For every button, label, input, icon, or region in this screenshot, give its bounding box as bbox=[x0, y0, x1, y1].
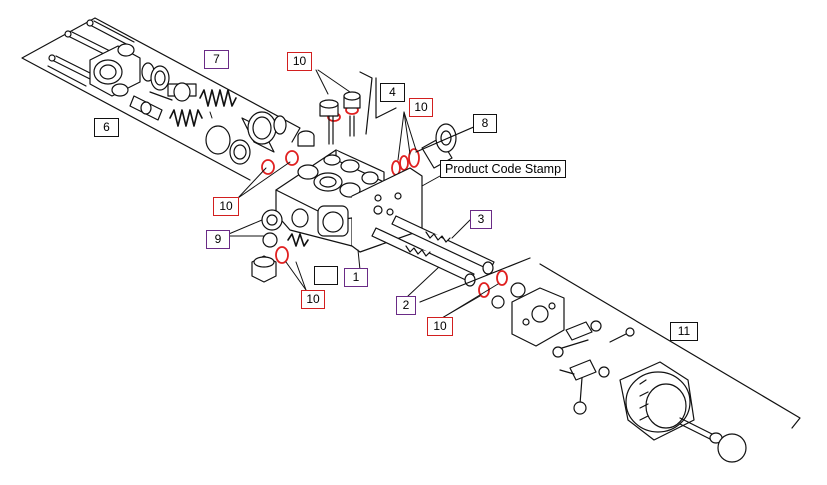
spring-upper bbox=[199, 89, 237, 107]
handle-boot bbox=[619, 361, 695, 441]
product-code-stamp-label: Product Code Stamp bbox=[440, 160, 567, 178]
callout-10-left: 10 bbox=[213, 197, 239, 216]
callout-6: 6 bbox=[94, 118, 119, 137]
valve-body bbox=[275, 149, 423, 253]
handle-lever bbox=[679, 417, 747, 463]
o-rings bbox=[261, 105, 508, 298]
spool-3 bbox=[391, 215, 495, 275]
plug-lower-left bbox=[251, 255, 277, 283]
bracket-4 bbox=[359, 71, 397, 135]
callout-11: 11 bbox=[670, 322, 698, 341]
relief-plug-top bbox=[297, 91, 361, 147]
spring-lower bbox=[169, 109, 203, 127]
callout-9: 9 bbox=[206, 230, 230, 249]
seal-rings-upper bbox=[141, 62, 170, 91]
callout-10-bottom-left: 10 bbox=[301, 290, 325, 309]
callout-5 bbox=[314, 266, 338, 285]
assembly-bracket-6-7 bbox=[21, 17, 301, 181]
callout-3: 3 bbox=[470, 210, 492, 229]
callout-10-bottom: 10 bbox=[427, 317, 453, 336]
tie-bolts bbox=[47, 19, 135, 87]
check-valve-parts bbox=[261, 209, 309, 248]
callout-7: 7 bbox=[204, 50, 229, 69]
sleeve-cap-lower bbox=[205, 115, 287, 165]
bracket-11 bbox=[419, 257, 801, 429]
leader-lines bbox=[209, 69, 499, 319]
callout-2: 2 bbox=[396, 296, 416, 315]
handle-flange bbox=[491, 282, 565, 347]
callout-4: 4 bbox=[380, 83, 405, 102]
callout-1: 1 bbox=[344, 268, 368, 287]
sleeve-cap-upper bbox=[241, 111, 277, 153]
callout-10-top: 10 bbox=[287, 52, 312, 71]
spool-plunger-lower bbox=[111, 83, 163, 121]
callout-8: 8 bbox=[473, 114, 497, 133]
callout-10-right: 10 bbox=[409, 98, 433, 117]
end-flange bbox=[89, 43, 141, 97]
handle-links bbox=[552, 320, 635, 415]
spool-plunger-upper bbox=[149, 82, 197, 102]
